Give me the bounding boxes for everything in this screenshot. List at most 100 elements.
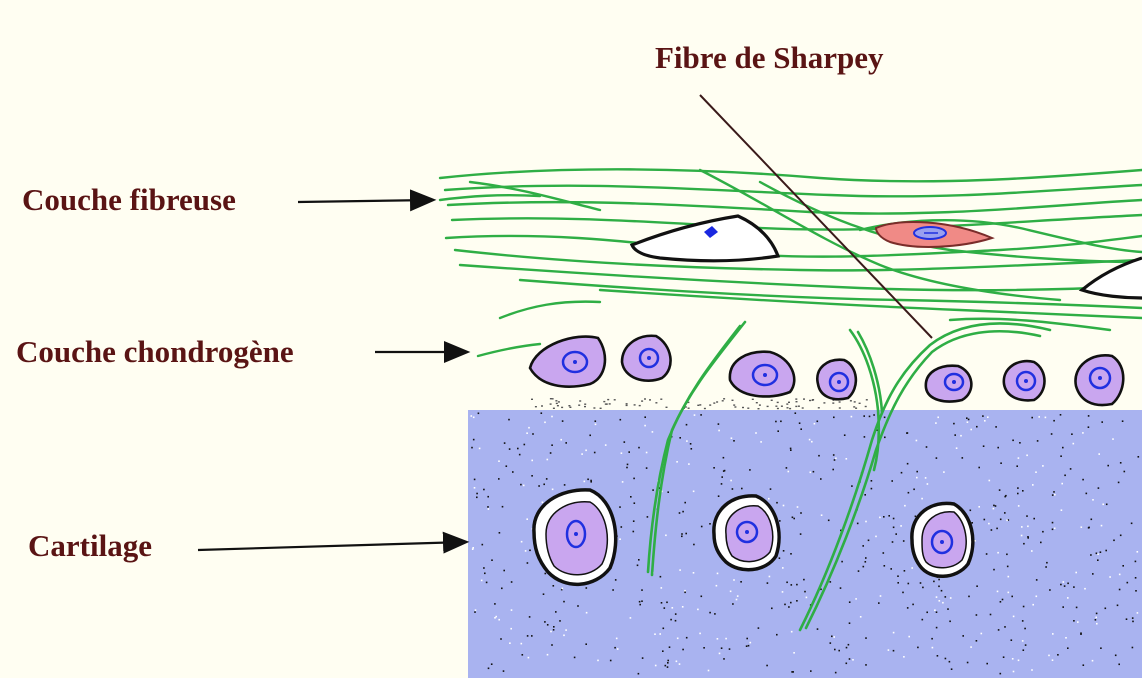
matrix-speckle: [907, 463, 909, 465]
matrix-speckle: [587, 479, 589, 481]
matrix-speckle: [846, 458, 848, 460]
fringe-speckle: [649, 399, 651, 400]
matrix-speckle: [621, 526, 623, 528]
matrix-speckle: [1026, 455, 1028, 457]
matrix-speckle: [821, 514, 823, 516]
matrix-speckle: [749, 469, 751, 471]
matrix-speckle: [888, 515, 890, 517]
matrix-speckle: [473, 439, 475, 441]
matrix-speckle: [531, 635, 533, 637]
matrix-speckle: [584, 481, 586, 483]
matrix-speckle: [691, 448, 693, 450]
matrix-speckle: [521, 643, 523, 645]
matrix-speckle: [1063, 581, 1065, 583]
matrix-speckle: [800, 533, 802, 535]
matrix-speckle: [901, 472, 903, 474]
matrix-speckle: [1071, 433, 1073, 435]
fringe-speckle: [531, 399, 533, 400]
matrix-speckle: [475, 609, 477, 611]
matrix-speckle: [1124, 471, 1126, 473]
matrix-speckle: [858, 570, 860, 572]
matrix-speckle: [796, 584, 798, 586]
matrix-speckle: [639, 604, 641, 606]
matrix-speckle: [1070, 468, 1072, 470]
matrix-speckle: [903, 540, 905, 542]
matrix-speckle: [844, 434, 846, 436]
matrix-speckle: [817, 628, 819, 630]
matrix-speckle: [790, 553, 792, 555]
matrix-speckle: [746, 645, 748, 647]
matrix-speckle: [616, 638, 618, 640]
matrix-speckle: [1065, 637, 1067, 639]
matrix-speckle: [960, 435, 962, 437]
matrix-speckle: [900, 525, 902, 527]
matrix-speckle: [661, 587, 663, 589]
matrix-speckle: [803, 579, 805, 581]
matrix-speckle: [663, 628, 665, 630]
matrix-speckle: [1046, 562, 1048, 564]
matrix-speckle: [595, 424, 597, 426]
matrix-speckle: [814, 423, 816, 425]
fringe-speckle: [716, 401, 718, 402]
fringe-speckle: [609, 403, 611, 404]
matrix-speckle: [511, 609, 513, 611]
matrix-speckle: [474, 487, 476, 489]
matrix-speckle: [619, 506, 621, 508]
matrix-speckle: [1025, 644, 1027, 646]
matrix-speckle: [746, 638, 748, 640]
matrix-speckle: [1052, 522, 1054, 524]
matrix-speckle: [1095, 619, 1097, 621]
matrix-speckle: [1084, 588, 1086, 590]
matrix-speckle: [544, 422, 546, 424]
matrix-speckle: [594, 452, 596, 454]
matrix-speckle: [1092, 660, 1094, 662]
matrix-speckle: [637, 565, 639, 567]
matrix-speckle: [1122, 420, 1124, 422]
matrix-speckle: [800, 428, 802, 430]
matrix-speckle: [1038, 416, 1040, 418]
matrix-speckle: [1033, 518, 1035, 520]
matrix-speckle: [681, 533, 683, 535]
fringe-speckle: [555, 400, 557, 401]
matrix-speckle: [581, 453, 583, 455]
matrix-speckle: [860, 616, 862, 618]
fringe-speckle: [853, 406, 855, 407]
matrix-speckle: [833, 417, 835, 419]
matrix-speckle: [758, 627, 760, 629]
matrix-speckle: [523, 485, 525, 487]
matrix-speckle: [506, 465, 508, 467]
matrix-speckle: [804, 591, 806, 593]
matrix-speckle: [1031, 417, 1033, 419]
matrix-speckle: [893, 518, 895, 520]
matrix-speckle: [1075, 572, 1077, 574]
fringe-speckle: [556, 403, 558, 404]
matrix-speckle: [1102, 504, 1104, 506]
fringe-speckle: [855, 408, 857, 409]
matrix-speckle: [1082, 479, 1084, 481]
matrix-speckle: [1095, 617, 1097, 619]
chondroblast-cell: [530, 337, 605, 387]
matrix-speckle: [679, 569, 681, 571]
matrix-speckle: [626, 467, 628, 469]
matrix-speckle: [564, 484, 566, 486]
matrix-speckle: [487, 496, 489, 498]
matrix-speckle: [941, 590, 943, 592]
matrix-speckle: [562, 588, 564, 590]
matrix-speckle: [675, 620, 677, 622]
matrix-speckle: [478, 413, 480, 415]
matrix-speckle: [950, 597, 952, 599]
matrix-speckle: [520, 484, 522, 486]
matrix-speckle: [565, 629, 567, 631]
matrix-speckle: [1118, 482, 1120, 484]
chondrocyte-lacuna: [912, 503, 973, 576]
matrix-speckle: [943, 471, 945, 473]
matrix-speckle: [717, 573, 719, 575]
fringe-speckle: [600, 408, 602, 409]
matrix-speckle: [1073, 443, 1075, 445]
matrix-speckle: [938, 579, 940, 581]
matrix-speckle: [699, 633, 701, 635]
matrix-speckle: [1100, 551, 1102, 553]
fringe-speckle: [639, 405, 641, 406]
matrix-speckle: [1012, 440, 1014, 442]
matrix-speckle: [797, 506, 799, 508]
